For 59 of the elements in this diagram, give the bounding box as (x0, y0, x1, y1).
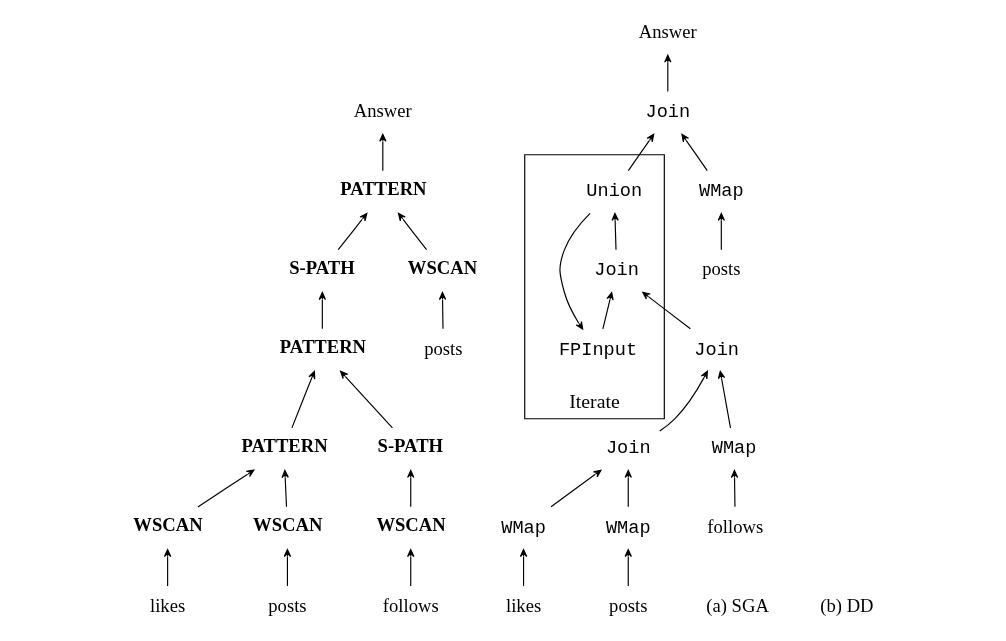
node-text: PATTERN (279, 336, 366, 358)
node-text: WSCAN (132, 514, 203, 536)
arrow (378, 133, 387, 172)
node-text: posts (267, 594, 307, 616)
arrow (601, 291, 614, 330)
arrow (406, 549, 414, 587)
node-text: WSCAN (252, 514, 322, 536)
arrow (717, 370, 731, 429)
node-text: likes (149, 594, 185, 616)
node-text: S-PATH (377, 435, 443, 457)
arrow (658, 370, 708, 432)
arrow (663, 54, 672, 93)
node-text: Join (644, 102, 690, 124)
node-text: Answer (353, 100, 412, 122)
arrow (610, 212, 619, 251)
node-text: PATTERN (339, 178, 427, 200)
arrow (627, 133, 654, 172)
node-text: WMap (711, 438, 756, 460)
node-text: Join (693, 339, 739, 361)
node-text: posts (608, 594, 647, 616)
arrow (163, 549, 171, 587)
arrow (290, 370, 315, 429)
arrow (717, 212, 725, 251)
arrow (624, 549, 632, 587)
arrow (196, 469, 254, 508)
node-text: Join (605, 438, 651, 460)
node-text: WSCAN (407, 257, 477, 279)
node-text: likes (505, 594, 541, 616)
arrow (339, 370, 393, 429)
node-text: Answer (638, 21, 697, 43)
node-text: Join (593, 260, 639, 282)
node-text: posts (701, 258, 740, 280)
node-text: WMap (605, 517, 651, 539)
label: (b) DD (819, 594, 874, 616)
arrow (624, 469, 632, 508)
arrow (519, 549, 527, 587)
arrow (730, 469, 738, 508)
node-text: PATTERN (240, 435, 328, 457)
arrow (641, 291, 691, 330)
arrow (318, 291, 326, 330)
arrow (550, 469, 601, 508)
node-text: WSCAN (375, 514, 446, 536)
arrow (283, 549, 291, 587)
arrow (337, 212, 367, 251)
arrow (558, 212, 591, 330)
node-text: WMap (500, 517, 546, 539)
node-text: Union (585, 181, 642, 203)
arrow (280, 469, 289, 508)
node-text: follows (706, 515, 763, 537)
node-text: posts (423, 337, 462, 359)
arrow (397, 212, 427, 251)
node-text: FPInput (558, 339, 637, 361)
arrow (438, 291, 446, 330)
node-text: follows (382, 594, 439, 616)
node-text: WMap (698, 181, 744, 203)
label: (a) SGA (705, 594, 769, 616)
arrow (680, 133, 708, 172)
node-text: S-PATH (288, 257, 355, 279)
arrow (406, 469, 414, 508)
